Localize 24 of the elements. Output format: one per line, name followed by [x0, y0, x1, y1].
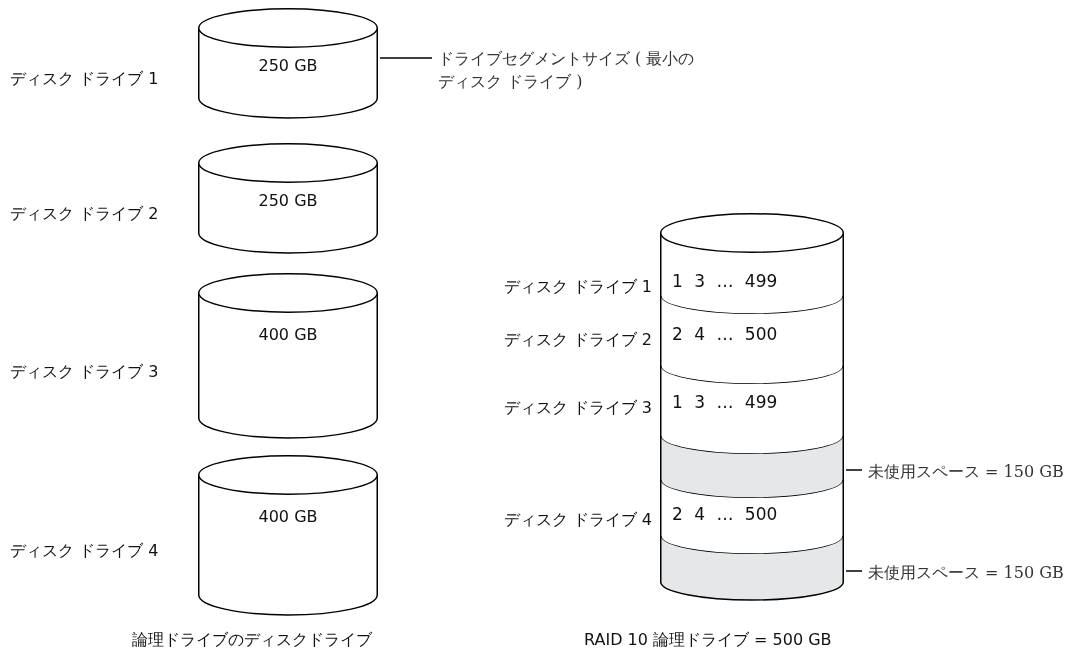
drive-label: ディスク ドライブ 1 — [10, 69, 159, 89]
leader-line — [845, 469, 863, 471]
callout-text: ドライブセグメントサイズ ( 最小のディスク ドライブ ) — [438, 48, 696, 93]
capacity-text: 2 4 … 500 — [672, 504, 778, 524]
leader-line — [845, 570, 863, 572]
capacity-text: 250 GB — [257, 56, 319, 76]
drive-label: ディスク ドライブ 2 — [503, 330, 652, 350]
drive-label: ディスク ドライブ 3 — [10, 361, 159, 382]
capacity-text: 2 4 … 500 — [672, 324, 778, 344]
drive-label: ディスク ドライブ 2 — [10, 204, 159, 224]
caption: RAID 10 論理ドライブ = 500 GB — [584, 630, 832, 650]
caption: 論理ドライブのディスクドライブ — [132, 630, 372, 650]
drive-label: ディスク ドライブ 4 — [10, 541, 159, 561]
leader-line — [379, 57, 433, 59]
drive-label: ディスク ドライブ 3 — [503, 398, 652, 418]
capacity-text: 250 GB — [257, 191, 319, 211]
capacity-text: 1 3 … 499 — [672, 392, 778, 412]
drive-label: ディスク ドライブ 4 — [503, 510, 652, 530]
capacity-text: 400 GB — [257, 507, 319, 527]
capacity-text: 1 3 … 499 — [672, 271, 778, 291]
capacity-text: 400 GB — [257, 325, 319, 345]
callout-text: 未使用スペース = 150 GB — [868, 461, 1065, 483]
drive-label: ディスク ドライブ 1 — [503, 277, 652, 297]
callout-text: 未使用スペース = 150 GB — [868, 562, 1065, 584]
